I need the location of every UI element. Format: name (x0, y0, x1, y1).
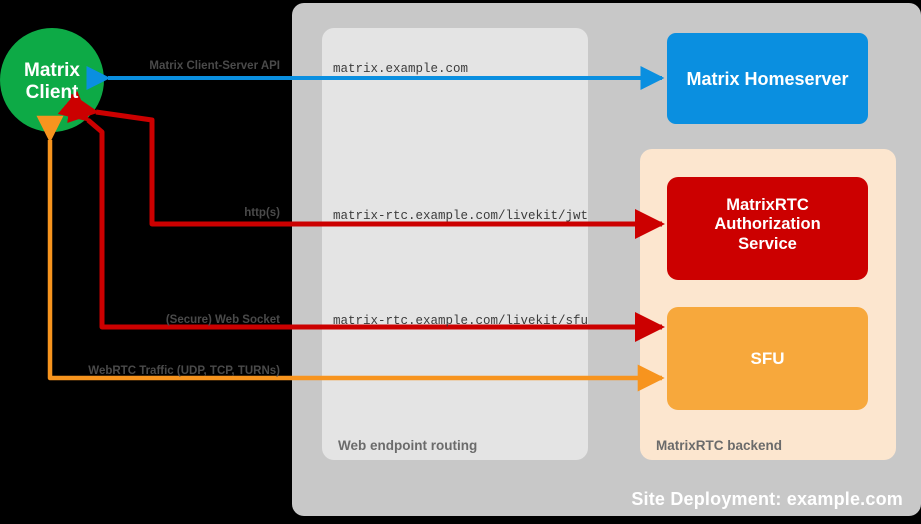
auth-label-line1: MatrixRTC (726, 196, 809, 214)
endpoint-url-matrix: matrix.example.com (333, 62, 469, 76)
matrixrtc-backend-caption: MatrixRTC backend (656, 438, 783, 453)
edge-label-webrtc-traffic: WebRTC Traffic (UDP, TCP, TURNs) (88, 365, 280, 377)
matrix-client-label-line2: Client (25, 82, 79, 104)
matrix-homeserver-label: Matrix Homeserver (686, 69, 849, 89)
endpoint-url-livekit-jwt: matrix-rtc.example.com/livekit/jwt (333, 209, 589, 223)
edge-webrtc-traffic (36, 115, 665, 392)
web-endpoint-routing-caption: Web endpoint routing (338, 438, 478, 453)
sfu-label: SFU (750, 349, 785, 368)
edge-label-client-server-api: Matrix Client-Server API (149, 60, 280, 72)
auth-label-line3: Service (738, 234, 797, 253)
matrixrtc-authorization-service-node[interactable] (667, 177, 868, 280)
matrix-homeserver-node[interactable] (667, 33, 868, 124)
web-endpoint-routing-panel (322, 28, 588, 460)
matrixrtc-authorization-service-label: MatrixRTC Authorization Service (667, 196, 868, 254)
auth-label-line2: Authorization (714, 215, 821, 234)
site-deployment-title: Site Deployment: example.com (631, 489, 903, 509)
edge-label-livekit-sfu: (Secure) Web Socket (165, 314, 280, 326)
endpoint-url-livekit-sfu: matrix-rtc.example.com/livekit/sfu (333, 314, 589, 328)
edge-label-livekit-jwt: http(s) (244, 207, 280, 219)
matrix-client-label: Matrix Client (0, 60, 104, 105)
matrix-client-label-line1: Matrix (24, 60, 80, 81)
sfu-node[interactable] (667, 307, 868, 410)
